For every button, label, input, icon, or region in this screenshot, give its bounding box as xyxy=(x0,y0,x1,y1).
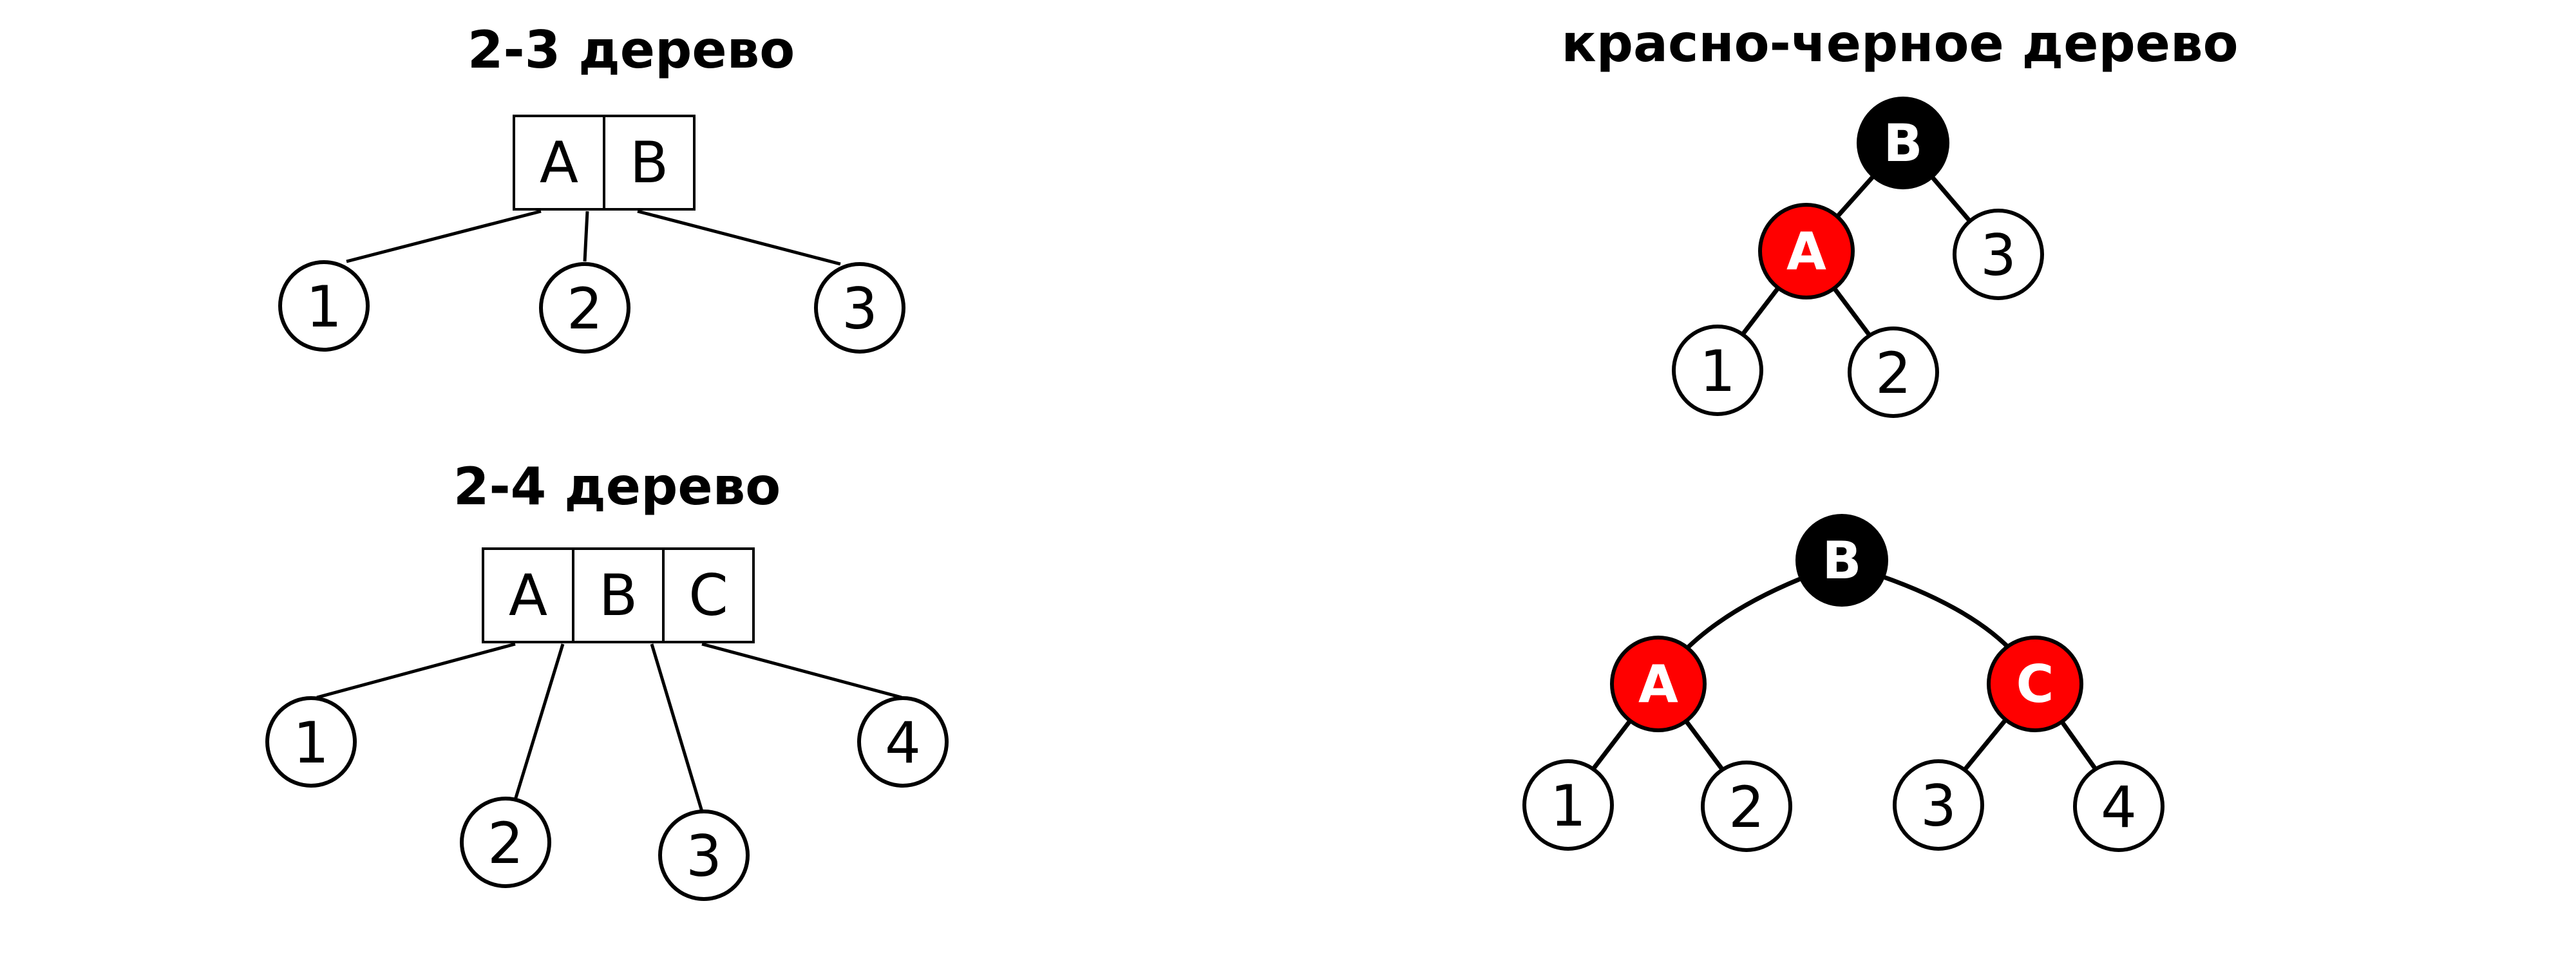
key-box-c xyxy=(662,547,755,643)
rb-bottom-leaf-1 xyxy=(1522,759,1614,851)
rb-bottom-leaf-3-label: 3 xyxy=(1920,773,1956,839)
rb-top-leaf-3 xyxy=(1953,209,2044,300)
leaf-24-1-label: 1 xyxy=(293,710,329,776)
leaf-23-3 xyxy=(814,262,905,354)
leaf-24-1 xyxy=(265,696,357,788)
edge-24-c-4 xyxy=(701,642,902,699)
key-box-a xyxy=(513,115,605,211)
leaf-23-3-label: 3 xyxy=(842,276,878,342)
rb-bottom-leaf-3 xyxy=(1893,759,1984,851)
rb-bottom-root-label: B xyxy=(1823,531,1862,591)
rb-bottom-leaf-4-label: 4 xyxy=(2101,774,2137,840)
key-label-a: A xyxy=(540,129,578,196)
key-label-b: B xyxy=(630,129,668,196)
leaf-23-1 xyxy=(278,260,370,352)
edge-23-a-1 xyxy=(346,209,542,263)
rb-top-leaf-2-label: 2 xyxy=(1875,340,1911,406)
leaf-23-1-label: 1 xyxy=(306,274,342,340)
rb-top-leaf-3-label: 3 xyxy=(1980,222,2016,289)
rb-top-leaf-2 xyxy=(1848,327,1939,418)
rb-top-leaf-1-label: 1 xyxy=(1700,338,1736,404)
rb-top-leaf-1 xyxy=(1672,325,1763,416)
key-label-a: A xyxy=(509,562,547,629)
rb-bottom-root-black xyxy=(1795,514,1888,607)
edge-24-a-1 xyxy=(316,642,516,699)
tree-2-4-title: 2-4 дерево xyxy=(453,457,781,516)
rb-top-red-a-label: A xyxy=(1786,222,1826,281)
key-label-c: C xyxy=(688,562,728,629)
rb-top-root-black xyxy=(1857,97,1949,189)
key-label-b: B xyxy=(599,562,638,629)
rb-top-red-a xyxy=(1758,203,1855,299)
edge-23-ab-2 xyxy=(583,211,589,262)
tree-2-4: 2-4 дерево A B C 1 2 3 4 xyxy=(265,457,949,901)
edge-24-ab-2 xyxy=(513,643,565,800)
leaf-24-2-label: 2 xyxy=(488,810,524,876)
leaf-23-2-label: 2 xyxy=(567,276,603,342)
leaf-24-4 xyxy=(857,696,949,788)
rb-bottom-leaf-1-label: 1 xyxy=(1550,773,1586,839)
tree-2-4-leaves: 1 2 3 4 xyxy=(265,696,949,901)
rb-tree-bottom: B A C 1 2 3 4 xyxy=(1522,514,2164,852)
node-2-4-keys: A B C xyxy=(482,547,755,643)
rb-tree-top: B A 3 1 2 xyxy=(1672,97,2044,418)
key-box-b xyxy=(572,547,665,643)
rb-bottom-red-a-label: A xyxy=(1638,654,1678,714)
node-2-3-keys: A B xyxy=(513,115,696,211)
leaf-23-2 xyxy=(539,262,630,354)
tree-2-3-leaves: 1 2 3 xyxy=(278,260,905,354)
rb-tree-title: красно-черное дерево xyxy=(1561,14,2238,73)
leaf-24-3 xyxy=(658,810,750,901)
tree-2-3-title: 2-3 дерево xyxy=(468,20,795,80)
rb-bottom-red-c-label: C xyxy=(2016,654,2054,714)
rb-top-root-label: B xyxy=(1884,113,1923,173)
rb-bottom-leaf-2 xyxy=(1701,761,1792,852)
leaf-24-2 xyxy=(460,797,551,888)
key-box-b xyxy=(603,115,696,211)
tree-2-3-edges xyxy=(346,209,841,266)
leaf-24-4-label: 4 xyxy=(885,710,921,776)
edge-24-bc-3 xyxy=(650,643,704,812)
rb-bottom-red-c xyxy=(1987,636,2083,732)
leaf-24-3-label: 3 xyxy=(686,823,722,889)
rb-bottom-leaf-2-label: 2 xyxy=(1728,774,1765,840)
rb-bottom-red-a xyxy=(1610,636,1707,732)
rb-bottom-leaf-4 xyxy=(2073,761,2164,852)
edge-23-b-3 xyxy=(637,209,841,266)
tree-2-3: 2-3 дерево A B 1 2 3 xyxy=(278,20,905,354)
key-box-a xyxy=(482,547,574,643)
tree-2-4-edges xyxy=(316,642,902,812)
